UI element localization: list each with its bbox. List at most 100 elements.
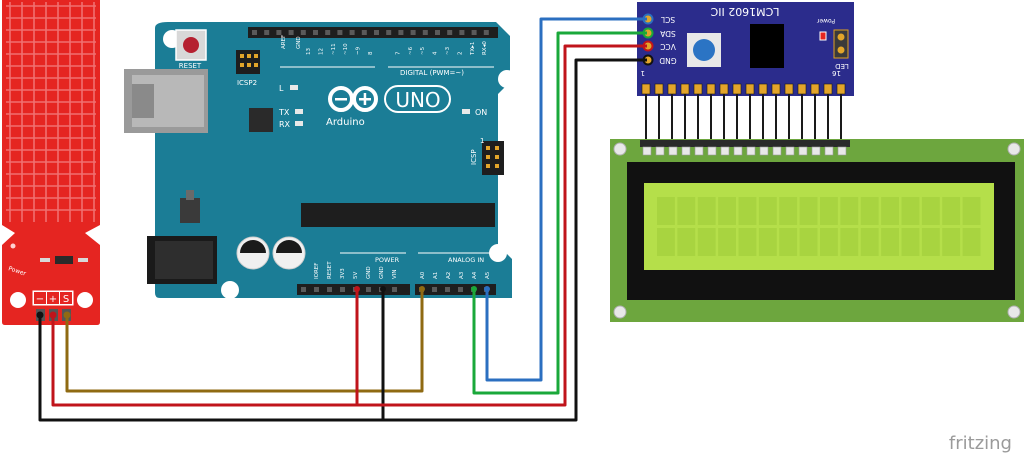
digital-pin-hole — [459, 30, 465, 35]
i2c-lcd-pin-pad — [810, 83, 820, 95]
aref-label: AREF — [281, 35, 287, 49]
wire-5v-sensor — [51, 289, 359, 407]
wire-signal-a0 — [65, 289, 424, 393]
power-pin-label: GND — [379, 266, 385, 279]
analog-header — [415, 284, 496, 295]
led-jumper-pin — [837, 33, 845, 41]
digital-pin-label: TX▸1 — [470, 42, 476, 56]
icsp-header — [482, 141, 504, 175]
icsp2-header — [236, 50, 260, 74]
icsp2-pin — [247, 54, 251, 58]
arduino-pcb — [155, 22, 512, 298]
lcd-1602 — [610, 139, 1024, 322]
sensor-pin-label-bg — [34, 292, 46, 304]
lcd-pin-pad — [837, 146, 847, 156]
i2c-lcd-pin-pad — [784, 83, 794, 95]
sensor-transistor — [55, 256, 73, 264]
digital-pin-label: 12 — [318, 48, 324, 55]
usb-chip — [249, 108, 273, 132]
icsp2-pin — [254, 63, 258, 67]
icsp-pin — [486, 164, 490, 168]
i2c-pin-label: SCL — [660, 15, 675, 24]
digital-pin-row — [252, 30, 489, 35]
digital-pin-label: 4 — [433, 51, 439, 55]
power-pin-label: IOREF — [314, 263, 320, 279]
lcd-header — [640, 140, 850, 147]
lcd-character-cell — [921, 228, 940, 256]
icsp2-pin — [240, 63, 244, 67]
lcd-character-cell — [820, 197, 838, 225]
sensor-resistor — [40, 258, 50, 262]
lcd-character-cell — [677, 228, 696, 256]
i2c-lcd-pin-pad — [667, 83, 677, 95]
icsp-pin — [486, 155, 490, 159]
lcd-character-cell — [901, 197, 920, 225]
icsp-pin — [495, 146, 499, 150]
reset-label: RESET — [179, 62, 202, 70]
led-l-label: L — [279, 84, 284, 93]
i2c-pin-label: GND — [659, 56, 676, 65]
lcd-character-cell — [738, 228, 757, 256]
sensor-traces — [6, 2, 96, 222]
lcd-pin-pad — [733, 146, 743, 156]
arduino-logo — [328, 86, 378, 112]
analog-pin-label: A1 — [433, 272, 439, 279]
digital-pin-label: 7 — [395, 51, 401, 55]
sensor-pin-plus-label: + — [49, 294, 57, 305]
i2c-side-pins — [642, 13, 654, 66]
power-pin-label: RESET — [327, 261, 333, 279]
bottom-pin-holes — [301, 287, 489, 292]
power-header-label: POWER — [375, 256, 400, 264]
power-pin-label: 5V — [353, 272, 359, 279]
sensor-pin-label-bg — [47, 292, 59, 304]
wire-endpoint — [471, 286, 477, 292]
analog-pin-label: A0 — [420, 271, 426, 279]
i2c-pin-label: SDA — [659, 29, 675, 38]
sensor-pin-label-bg — [60, 292, 72, 304]
led-rx — [295, 121, 303, 126]
fritzing-brand: fritzing — [949, 433, 1012, 454]
i2c-lcd-pin-pad — [641, 83, 651, 95]
lcd-pin-pad — [720, 146, 730, 156]
lcd-character-cell — [962, 197, 981, 225]
digital-pin-label: 2 — [457, 52, 463, 56]
lcd-character-cell — [697, 197, 716, 225]
digital-pin-hole — [374, 30, 379, 35]
icsp2-body — [236, 50, 260, 74]
digital-pin-hole — [325, 30, 331, 35]
analog-header-label: ANALOG IN — [448, 256, 484, 264]
power-pin-hole — [340, 287, 345, 292]
digital-pin-label: ~3 — [445, 46, 451, 55]
lcd-character-cell — [942, 197, 961, 225]
lcd-character-cell — [799, 197, 818, 225]
lcd-character-cell — [738, 197, 757, 225]
digital-pin-hole — [349, 30, 355, 35]
digital-pin-hole — [300, 30, 306, 35]
contrast-pot-knob[interactable] — [693, 39, 715, 61]
i2c-power-led — [819, 31, 827, 41]
analog-pin-label: A2 — [446, 272, 452, 279]
wire-scl — [485, 17, 647, 382]
lcd-character-cell — [860, 228, 879, 256]
i2c-lcd-pin-pad — [706, 83, 716, 95]
capacitor-marking — [276, 240, 302, 253]
lcd-pin-pad — [759, 146, 769, 156]
reset-button-cap[interactable] — [183, 37, 199, 53]
led-jumper-pin — [837, 46, 845, 54]
power-pin-hole — [327, 287, 332, 292]
sensor-mount-hole — [77, 292, 93, 308]
digital-pin-hole — [276, 30, 282, 35]
wire-endpoint — [49, 311, 57, 319]
icsp-pin1-label: 1 — [480, 137, 484, 145]
lcd-character-cell — [921, 197, 940, 225]
digital-pin-hole — [252, 30, 257, 35]
lcd-pin-pad — [824, 146, 834, 156]
lcd-mount-hole — [1007, 305, 1021, 319]
lcd-character-cell — [962, 228, 981, 256]
digital-pin-hole — [386, 30, 392, 35]
wire-vcc-lcd — [357, 44, 647, 407]
i2c-title: LCM1602 IIC — [710, 5, 779, 18]
i2c-lcd-pin-pad — [732, 83, 742, 95]
power-pin-label: 3V3 — [340, 268, 346, 279]
icsp-pin — [486, 146, 490, 150]
